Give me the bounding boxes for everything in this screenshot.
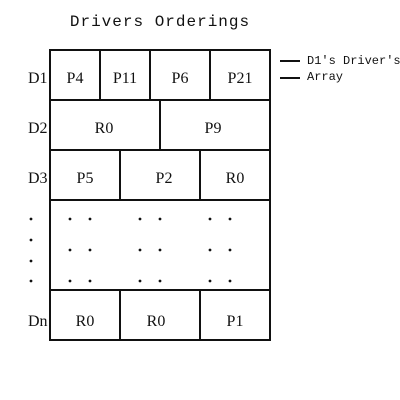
cell-dn-1: R0 [76, 313, 95, 330]
cell-d3-2: P2 [156, 170, 173, 187]
row-label-d1: D1 [28, 70, 48, 87]
gap-ellipsis-dot [208, 279, 212, 283]
gap-ellipsis-dot [228, 279, 232, 283]
cell-dn-2: R0 [147, 313, 166, 330]
cell-d3-1: P5 [77, 170, 94, 187]
ellipsis-dots [29, 217, 232, 283]
cell-d2-1: R0 [95, 120, 114, 137]
gap-ellipsis-dot [138, 279, 142, 283]
diagram-title: Drivers Orderings [70, 13, 250, 31]
gap-ellipsis-dot [228, 217, 232, 221]
gap-ellipsis-dot [88, 279, 92, 283]
callout-label-line1: D1's Driver's [307, 54, 400, 68]
gap-ellipsis-dot [208, 217, 212, 221]
gap-ellipsis-dot [158, 217, 162, 221]
row-label-d3: D3 [28, 170, 48, 187]
cell-d2-2: P9 [205, 120, 222, 137]
cell-d3-3: R0 [226, 170, 245, 187]
gap-ellipsis-dot [138, 217, 142, 221]
gap-ellipsis-dot [68, 279, 72, 283]
cell-d1-1: P4 [67, 70, 84, 87]
gap-ellipsis-dot [228, 248, 232, 252]
gap-ellipsis-dot [158, 279, 162, 283]
row-label-dn: Dn [28, 313, 48, 330]
array-frame [49, 49, 271, 341]
gap-ellipsis-dot [158, 248, 162, 252]
row-label-d2: D2 [28, 120, 48, 137]
row-ellipsis-dot [29, 217, 33, 221]
cell-d1-3: P6 [172, 70, 189, 87]
gap-ellipsis-dot [68, 217, 72, 221]
gap-ellipsis-dot [138, 248, 142, 252]
row-ellipsis-dot [29, 279, 33, 283]
row-ellipsis-dot [29, 238, 33, 242]
cell-dn-3: P1 [227, 313, 244, 330]
cell-d1-2: P11 [113, 70, 137, 87]
gap-ellipsis-dot [88, 248, 92, 252]
row-ellipsis-dot [29, 259, 33, 263]
callout-label-line2: Array [307, 70, 343, 84]
gap-ellipsis-dot [88, 217, 92, 221]
gap-ellipsis-dot [68, 248, 72, 252]
cell-d1-4: P21 [228, 70, 253, 87]
gap-ellipsis-dot [208, 248, 212, 252]
